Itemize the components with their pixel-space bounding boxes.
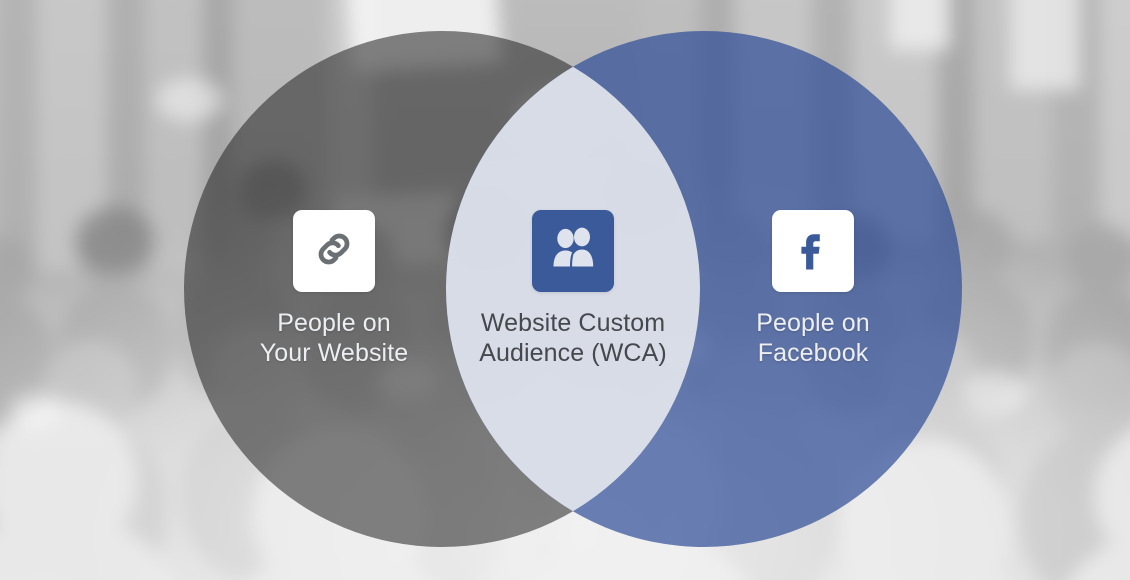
node-people-on-your-website: People on Your Website [214,210,454,368]
node-label-facebook: People on Facebook [693,308,933,368]
label-line-1: People on [756,309,870,337]
link-icon-tile [293,210,375,292]
node-people-on-facebook: People on Facebook [693,210,933,368]
node-website-custom-audience: Website Custom Audience (WCA) [453,210,693,368]
link-icon [312,227,356,276]
label-line-1: People on [277,309,391,337]
people-group-icon [548,224,598,279]
label-line-2: Your Website [259,339,409,367]
label-line-2: Facebook [757,339,869,367]
people-group-icon-tile [532,210,614,292]
node-label-wca: Website Custom Audience (WCA) [453,308,693,368]
label-line-2: Audience (WCA) [479,339,667,367]
facebook-f-icon [788,224,838,279]
label-line-1: Website Custom [480,309,666,337]
facebook-icon-tile [772,210,854,292]
node-label-website: People on Your Website [214,308,454,368]
